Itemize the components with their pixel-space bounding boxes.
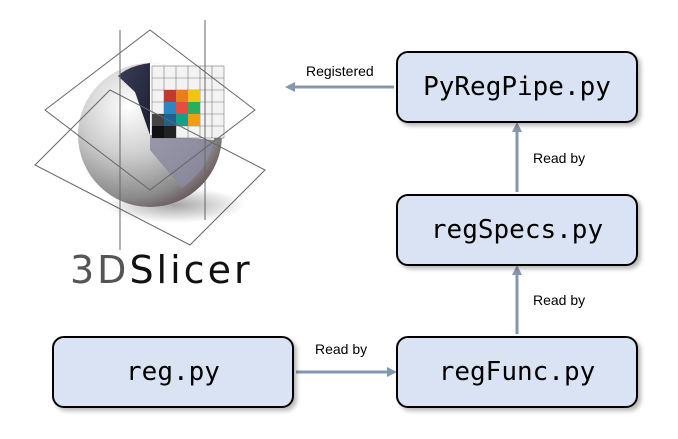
3d-slicer-logo-icon: [34, 20, 266, 250]
read-by-edge-label: Read by: [533, 292, 586, 308]
3d-slicer-wordmark: 3DSlicer: [70, 248, 253, 292]
registered-edge-label: Registered: [306, 63, 374, 79]
pyregpipe-node: PyRegPipe.py: [396, 51, 638, 123]
regspecs-node: regSpecs.py: [396, 194, 638, 266]
read-by-edge-label: Read by: [315, 341, 368, 357]
reg-node: reg.py: [52, 336, 294, 408]
regfunc-node: regFunc.py: [396, 336, 638, 408]
read-by-edge-label: Read by: [533, 150, 586, 166]
